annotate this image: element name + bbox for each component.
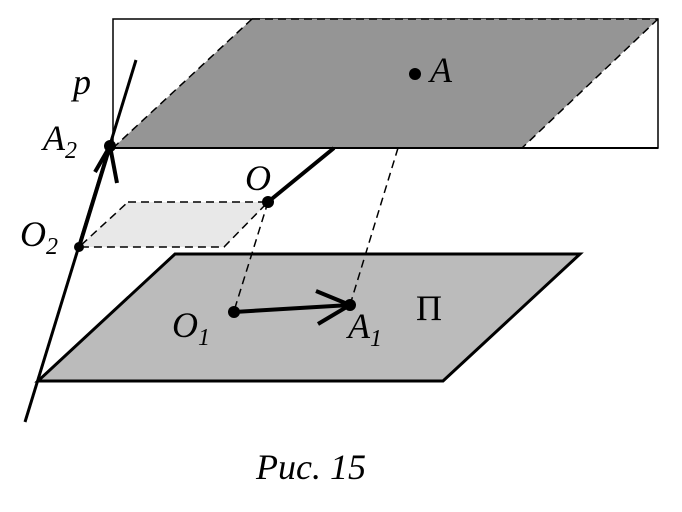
label-O2: O2	[20, 214, 58, 260]
label-A: A	[428, 50, 453, 90]
point-O2	[74, 242, 84, 252]
point-A2	[104, 140, 116, 152]
point-A	[409, 68, 421, 80]
point-O1	[228, 306, 240, 318]
upper-plane	[112, 18, 659, 149]
label-p: p	[70, 62, 91, 102]
point-A1	[344, 299, 356, 311]
label-O2-base: O	[20, 214, 46, 254]
upper-plane-surface	[113, 19, 658, 148]
label-A2-sub: 2	[65, 138, 77, 164]
label-O1-sub: 1	[198, 325, 210, 351]
upper-plane-edge-dashed-left	[112, 18, 253, 149]
label-plane-pi: Π	[416, 288, 442, 328]
figure-caption: Рис. 15	[255, 447, 366, 487]
label-A2-base: A	[41, 118, 66, 158]
middle-plane-surface	[77, 201, 270, 248]
projection-A-A1	[349, 147, 399, 306]
middle-plane	[77, 201, 270, 248]
label-A1-base: A	[346, 306, 371, 346]
lower-plane-surface	[34, 252, 584, 383]
label-O1: O1	[172, 305, 210, 351]
segment-O-upper	[266, 146, 336, 204]
label-O1-base: O	[172, 305, 198, 345]
label-A1: A1	[346, 306, 382, 352]
label-A2: A2	[41, 118, 77, 164]
label-O2-sub: 2	[46, 234, 58, 260]
vector-O1-A1-shaft	[233, 303, 351, 314]
projection-O-O1	[233, 201, 269, 312]
point-O	[262, 196, 274, 208]
upper-plane-edge-dashed-right	[521, 18, 659, 149]
lower-plane	[34, 252, 584, 383]
label-O: O	[245, 158, 271, 198]
vector-O2-A2-shaft	[77, 145, 112, 248]
label-A1-sub: 1	[370, 326, 382, 352]
